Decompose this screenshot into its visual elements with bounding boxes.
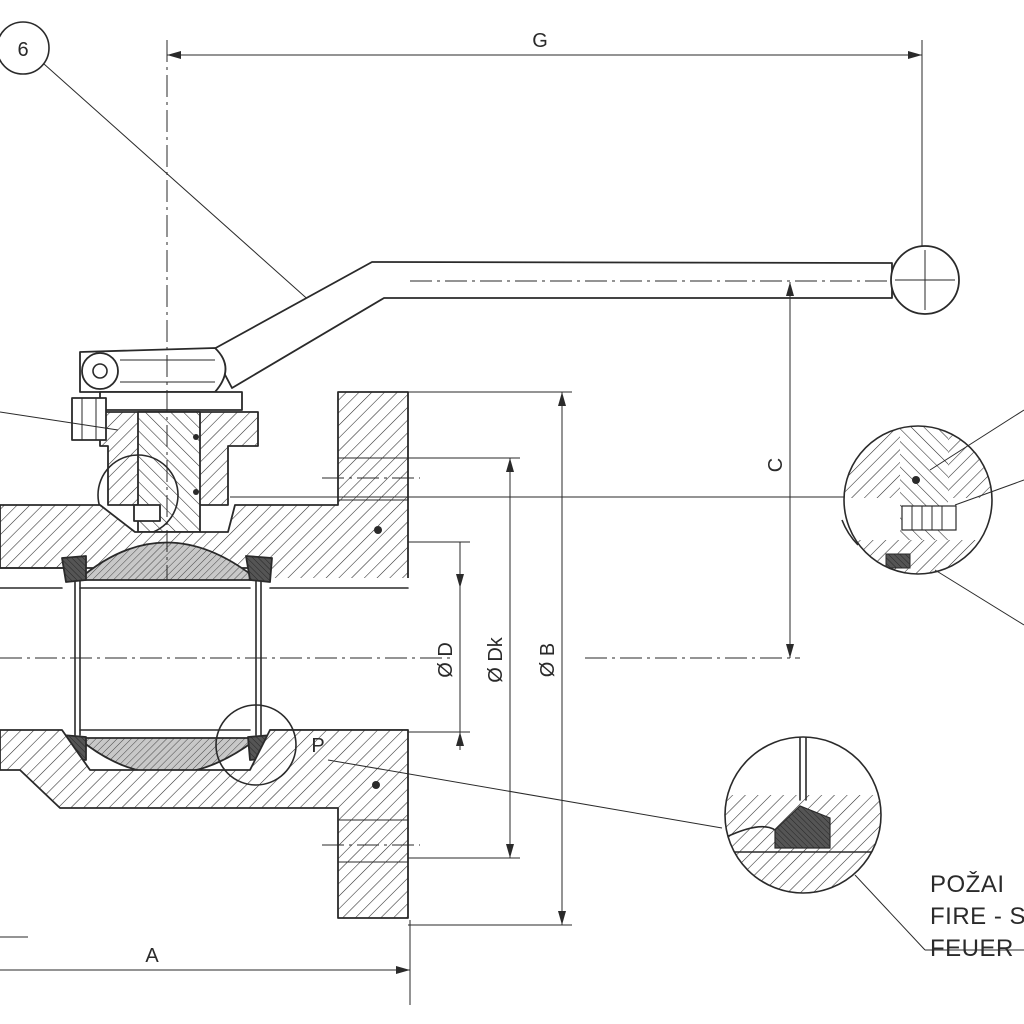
bore	[0, 567, 410, 736]
valve-body-lower: P	[0, 704, 723, 919]
marker-p-label: P	[311, 735, 324, 757]
dimension-c-label: C	[765, 458, 787, 472]
dimension-dk-label: Ø Dk	[485, 636, 507, 683]
note-line-2: FIRE - S	[930, 903, 1024, 930]
note-line-3: FEUER	[930, 935, 1014, 962]
detail-view-fire-safe-seat	[724, 736, 1024, 951]
centerlines	[0, 40, 860, 659]
dimension-a: A	[0, 920, 411, 1005]
dimension-dk: Ø Dk	[408, 457, 520, 859]
dimension-g-label: G	[532, 30, 548, 52]
note-line-1: POŽAI	[930, 871, 1005, 898]
dimension-g: G	[166, 30, 923, 250]
dimension-d: Ø D	[408, 541, 470, 750]
dimension-c: C	[765, 282, 794, 658]
dimension-b-label: Ø B	[537, 643, 559, 677]
dimension-a-label: A	[145, 945, 159, 967]
dimension-b: Ø B	[408, 391, 572, 926]
part-balloon: 6	[0, 21, 323, 313]
stem-assembly	[0, 391, 259, 567]
fire-safe-note: POŽAI FIRE - S FEUER	[930, 871, 1024, 962]
detail-view-stem-seal	[841, 409, 1024, 626]
lever-handle	[79, 245, 960, 393]
dimension-d-label: Ø D	[435, 642, 457, 678]
part-number-label: 6	[17, 39, 28, 61]
